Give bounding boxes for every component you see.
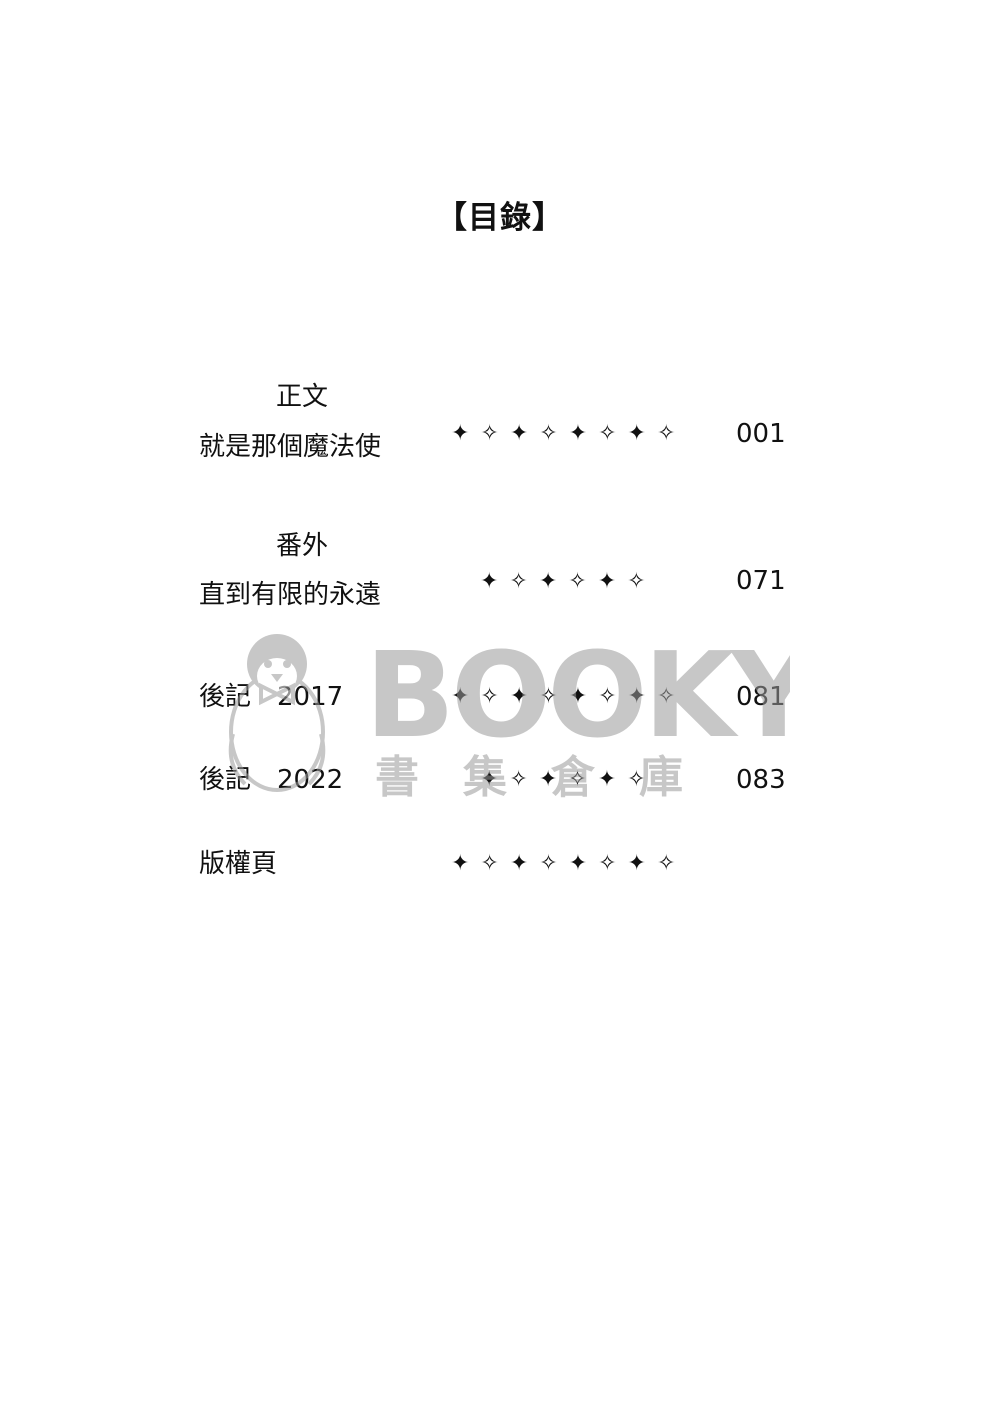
toc-entry-leader-copyright: ✦ ✧ ✦ ✧ ✦ ✧ ✦ ✧ bbox=[451, 851, 678, 876]
toc-entry-page-extra[interactable]: 071 bbox=[736, 566, 786, 596]
section-label-extra: 番外 bbox=[276, 531, 329, 561]
toc-entry-page-main[interactable]: 001 bbox=[736, 419, 786, 449]
toc-entry-page-afterword-2017[interactable]: 081 bbox=[736, 682, 786, 712]
toc-entry-page-afterword-2022[interactable]: 083 bbox=[736, 765, 786, 795]
toc-entry-leader-afterword-2022: ✦ ✧ ✦ ✧ ✦ ✧ bbox=[480, 767, 648, 792]
toc-entry-title-extra[interactable]: 直到有限的永遠 bbox=[199, 580, 382, 610]
toc-entry-leader-afterword-2017: ✦ ✧ ✦ ✧ ✦ ✧ ✦ ✧ bbox=[451, 684, 678, 709]
toc-entry-leader-main: ✦ ✧ ✦ ✧ ✦ ✧ ✦ ✧ bbox=[451, 421, 678, 446]
toc-entry-title-afterword-2022[interactable]: 後記 2022 bbox=[199, 765, 344, 795]
toc-entry-title-copyright[interactable]: 版權頁 bbox=[199, 849, 278, 879]
toc-entry-title-main[interactable]: 就是那個魔法使 bbox=[199, 432, 382, 462]
toc-entry-leader-extra: ✦ ✧ ✦ ✧ ✦ ✧ bbox=[480, 569, 648, 594]
page-title: 【目錄】 bbox=[436, 200, 564, 236]
toc-entry-title-afterword-2017[interactable]: 後記 2017 bbox=[199, 682, 344, 712]
section-label-main: 正文 bbox=[276, 382, 329, 412]
